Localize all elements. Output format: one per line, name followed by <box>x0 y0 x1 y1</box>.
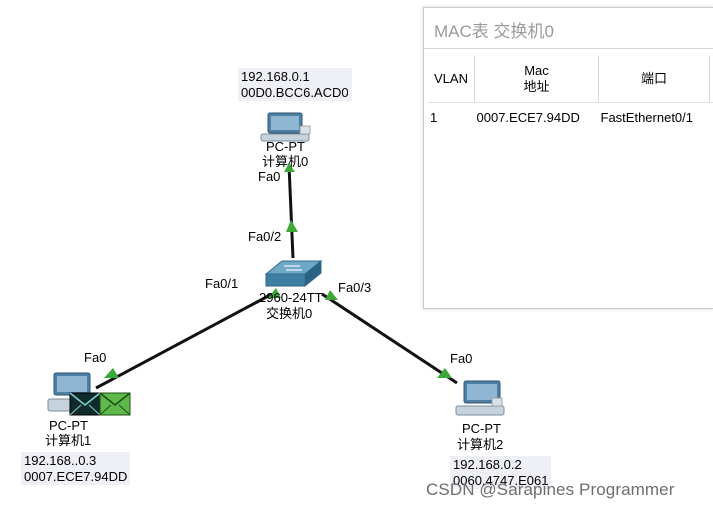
link-end-marker <box>284 163 295 172</box>
switch0-port-fa03-label: Fa0/3 <box>338 280 372 295</box>
row-mac-cell: 0007.ECE7.94DD <box>476 109 580 125</box>
link-pc0-switch <box>287 164 295 259</box>
link-switch-pc2 <box>321 292 458 385</box>
mac-table-window[interactable]: MAC表 交换机0 VLAN Mac 地址 端口 1 0007.ECE7.94D… <box>423 7 713 309</box>
pc2-mac-address: 0060.4747.E061 <box>453 473 549 488</box>
link-end-marker <box>325 290 338 300</box>
pc1-model-label: PC-PT <box>49 418 88 433</box>
pc1-ip-address: 192.168..0.3 <box>24 453 97 468</box>
column-header-spacer <box>709 56 713 103</box>
pc0-computer-icon[interactable] <box>260 112 311 142</box>
pc0-ip-address: 192.168.0.1 <box>241 69 310 84</box>
pc1-port-label: Fa0 <box>84 350 107 365</box>
mac-table-window-title: MAC表 交换机0 <box>424 8 713 49</box>
row-vlan-cell: 1 <box>430 109 438 125</box>
pc0-info-box: 192.168.0.1 00D0.BCC6.ACD0 <box>238 68 352 101</box>
pc2-info-box: 192.168.0.2 0060.4747.E061 <box>450 456 552 489</box>
mac-table: VLAN Mac 地址 端口 1 0007.ECE7.94DD FastEthe… <box>428 56 713 131</box>
link-switch-pc1 <box>95 292 273 390</box>
link-end-marker <box>437 368 452 378</box>
switch0-switch-icon[interactable] <box>264 259 323 288</box>
switch0-model-label: 2960-24TT <box>259 290 323 305</box>
pc0-port-label: Fa0 <box>258 169 281 184</box>
pc2-ip-address: 192.168.0.2 <box>453 457 522 472</box>
pdu-envelope-green-icon[interactable] <box>99 392 131 416</box>
pc0-model-label: PC-PT <box>266 139 305 154</box>
pc2-port-label: Fa0 <box>450 351 473 366</box>
column-header-mac-address[interactable]: Mac 地址 <box>474 56 599 103</box>
switch0-port-fa02-label: Fa0/2 <box>248 229 282 244</box>
column-header-vlan[interactable]: VLAN <box>428 56 475 103</box>
pc0-name-label: 计算机0 <box>262 154 309 169</box>
switch0-name-label: 交换机0 <box>266 306 313 321</box>
column-header-mac-line1: Mac <box>524 63 549 78</box>
link-end-marker <box>268 288 281 298</box>
pc2-name-label: 计算机2 <box>457 437 504 452</box>
switch0-port-fa01-label: Fa0/1 <box>205 276 239 291</box>
mac-table-header-row: VLAN Mac 地址 端口 <box>428 56 713 103</box>
table-row[interactable]: 1 0007.ECE7.94DD FastEthernet0/1 <box>428 103 713 132</box>
pdu-envelope-dark-icon[interactable] <box>69 392 101 416</box>
pc2-model-label: PC-PT <box>462 421 501 436</box>
column-header-port[interactable]: 端口 <box>598 56 710 103</box>
row-spacer-cell <box>710 103 713 132</box>
row-port-cell: FastEthernet0/1 <box>600 109 694 125</box>
watermark-text: CSDN @Sarapines Programmer <box>426 480 675 499</box>
pc2-computer-icon[interactable] <box>455 380 505 416</box>
pc1-name-label: 计算机1 <box>45 433 92 448</box>
link-end-marker <box>286 220 298 232</box>
column-header-mac-line2: 地址 <box>523 79 550 94</box>
pc0-mac-address: 00D0.BCC6.ACD0 <box>241 85 349 100</box>
pc1-mac-address: 0007.ECE7.94DD <box>24 469 128 484</box>
pc1-info-box: 192.168..0.3 0007.ECE7.94DD <box>21 452 131 485</box>
link-end-marker <box>104 368 119 378</box>
